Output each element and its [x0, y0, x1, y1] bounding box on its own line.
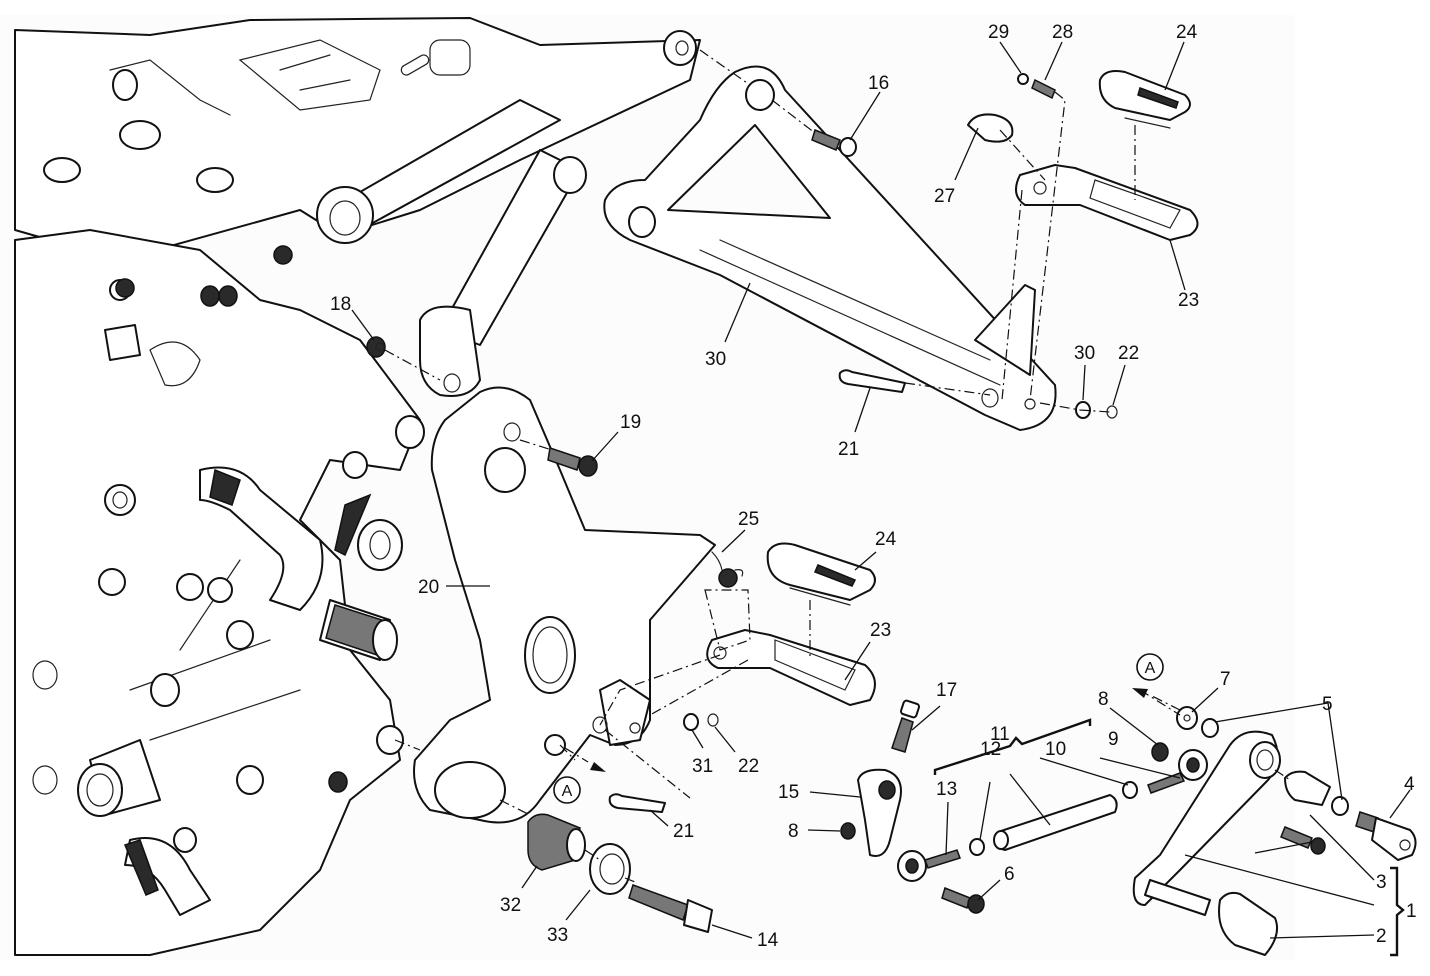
- leader-lines: [351, 41, 1411, 957]
- callout-31: 32: [500, 895, 521, 916]
- callout-23: 23: [870, 620, 891, 641]
- callout-23: 23: [1178, 290, 1199, 311]
- callout-21: 21: [673, 821, 694, 842]
- callout-14: 14: [757, 930, 779, 951]
- part-24-rider-footpeg-rubber: [766, 542, 876, 606]
- callout-22: 22: [1118, 343, 1139, 364]
- callout-16: 17: [936, 680, 957, 701]
- callout-21: 21: [838, 439, 859, 460]
- ref-a-upper-label: A: [1145, 660, 1156, 677]
- callout-10: 10: [1045, 739, 1066, 760]
- callout-18: 18: [330, 294, 351, 315]
- callout-28: 29: [988, 22, 1009, 43]
- assembly-axes: [384, 49, 1291, 883]
- part-23-passenger-footpeg: [1015, 164, 1199, 241]
- callout-29: 30: [705, 349, 726, 370]
- callout-30: 30: [1074, 343, 1095, 364]
- callout-1: 1: [1406, 901, 1417, 922]
- callout-8: 8: [1098, 689, 1109, 710]
- callout-20: 20: [418, 577, 439, 598]
- part-29-passenger-bracket: [603, 65, 1057, 431]
- callout-24: 24: [875, 529, 897, 550]
- arrow-icon: [1132, 688, 1148, 698]
- callout-5: 5: [1322, 694, 1333, 715]
- part-23-rider-footpeg: [706, 629, 876, 706]
- callout-17: 16: [868, 73, 889, 94]
- callout-25: 25: [738, 509, 759, 530]
- callout-6: 6: [1004, 864, 1015, 885]
- callout-30: 31: [692, 756, 713, 777]
- callout-2: 2: [1376, 926, 1387, 947]
- callout-32: 33: [547, 925, 568, 946]
- reference-mark-a-upper: A: [1132, 653, 1181, 711]
- callout-4: 4: [1404, 774, 1415, 795]
- callout-3: 3: [1376, 872, 1387, 893]
- ref-a-lower-label: A: [562, 783, 573, 800]
- callout-19: 19: [620, 412, 641, 433]
- callout-labels: 29 28 24 16 27 23 30 30 22 21 18 19 20 2…: [330, 22, 1417, 951]
- callout-12: 12: [980, 739, 1001, 760]
- part-24-passenger-footpeg-rubber: [1098, 70, 1191, 129]
- engine-frame-background: [14, 17, 701, 956]
- callout-26: 27: [934, 186, 955, 207]
- callout-13: 13: [936, 779, 957, 800]
- callout-9: 9: [1108, 729, 1119, 750]
- callout-11: 11: [990, 724, 1010, 745]
- arrow-icon: [590, 762, 606, 772]
- callout-24: 24: [1176, 22, 1198, 43]
- callout-8: 8: [788, 821, 799, 842]
- callout-27: 28: [1052, 22, 1073, 43]
- callout-22: 22: [738, 756, 759, 777]
- part-20-rider-bracket: [413, 386, 716, 824]
- callout-7: 7: [1220, 669, 1231, 690]
- reference-mark-a-lower: A: [553, 747, 606, 804]
- callout-15: 15: [778, 782, 799, 803]
